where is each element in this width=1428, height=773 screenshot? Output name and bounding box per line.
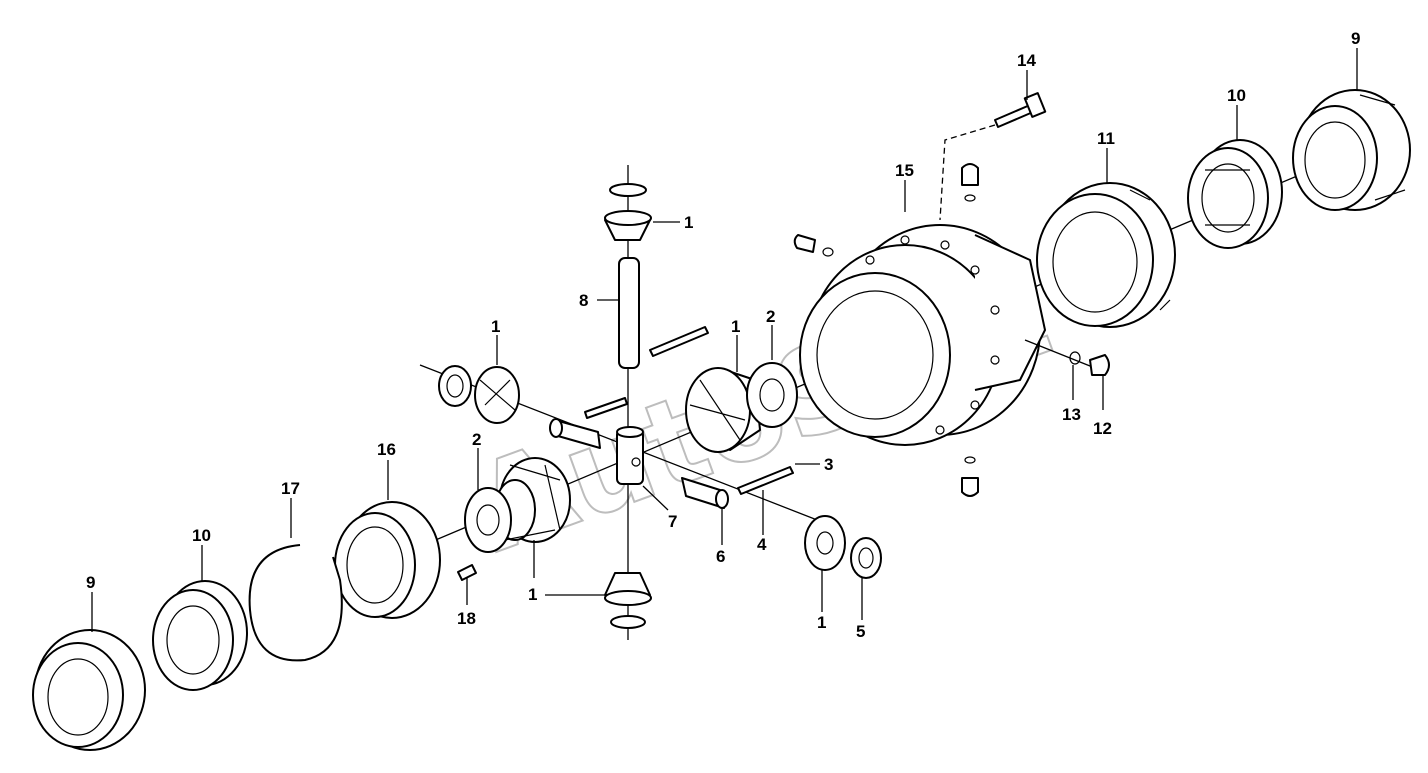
seal-bottom: [964, 456, 976, 464]
left-block: [549, 418, 601, 449]
snap-ring: [248, 544, 343, 662]
side-gear-small-right: [804, 515, 846, 571]
seal-ring: [1069, 351, 1081, 365]
callout-14: 14: [1017, 51, 1036, 70]
callout-17: 17: [281, 479, 300, 498]
roll-pin-top: [649, 326, 709, 357]
adjusting-ring-right: [1292, 89, 1411, 211]
callout-10-left: 10: [192, 526, 211, 545]
bearing-cup-housing: [1036, 182, 1176, 328]
plug-axis: [1024, 339, 1101, 371]
callout-12: 12: [1093, 419, 1112, 438]
plug-top: [961, 163, 979, 186]
plug-bottom: [961, 477, 979, 497]
callout-5: 5: [856, 622, 865, 641]
callout-15: 15: [895, 161, 914, 180]
callout-4: 4: [757, 535, 767, 554]
differential-case: [799, 224, 1046, 446]
callout-6: 6: [716, 547, 725, 566]
side-gear-bottom: [604, 572, 652, 606]
washer-upper-left: [438, 365, 472, 407]
bolt-dashed-path: [939, 124, 996, 221]
plug: [1089, 354, 1110, 376]
side-gear-upper-left: [474, 366, 520, 424]
thrust-washer-right: [746, 362, 798, 428]
adjusting-ring-left: [32, 629, 146, 751]
roll-pin-3: [737, 466, 794, 495]
callout-3: 3: [824, 455, 833, 474]
plug-left: [793, 234, 816, 253]
roll-pin-left: [584, 397, 628, 419]
washer-5: [850, 537, 882, 579]
seal-top: [964, 194, 976, 202]
bearing-left: [152, 580, 248, 691]
dowel-pin: [457, 564, 477, 581]
callout-1-right: 1: [817, 613, 826, 632]
callout-labels: 1 1 1 1 1 1 1 2 2 3 4 5 6 7 8 9 9 10 10 …: [86, 29, 1360, 641]
washer-bottom: [610, 615, 646, 629]
callout-13: 13: [1062, 405, 1081, 424]
callout-9-right: 9: [1351, 29, 1360, 48]
case-half: [334, 501, 441, 619]
spider-block: [616, 426, 644, 485]
callout-7: 7: [668, 512, 677, 531]
callout-9-left: 9: [86, 573, 95, 592]
leader-lines: [91, 48, 1358, 632]
callout-10-right: 10: [1227, 86, 1246, 105]
callout-1-top: 1: [684, 213, 693, 232]
callout-1-lower-left: 1: [528, 585, 537, 604]
washer-upper-left-inner: [446, 374, 464, 398]
seal-left: [822, 247, 834, 257]
callout-18: 18: [457, 609, 476, 628]
thrust-washer-left: [464, 487, 512, 553]
side-gear-top: [604, 210, 652, 241]
callout-1-center: 1: [731, 317, 740, 336]
callout-8: 8: [579, 291, 588, 310]
shaft: [618, 257, 640, 369]
callout-1-upper-left: 1: [491, 317, 500, 336]
washer-top: [609, 183, 647, 197]
callout-2-left: 2: [472, 430, 481, 449]
callout-11: 11: [1097, 129, 1115, 148]
callout-16: 16: [377, 440, 396, 459]
bearing-right: [1187, 139, 1283, 249]
callout-2-right: 2: [766, 307, 775, 326]
bolt: [994, 92, 1047, 128]
